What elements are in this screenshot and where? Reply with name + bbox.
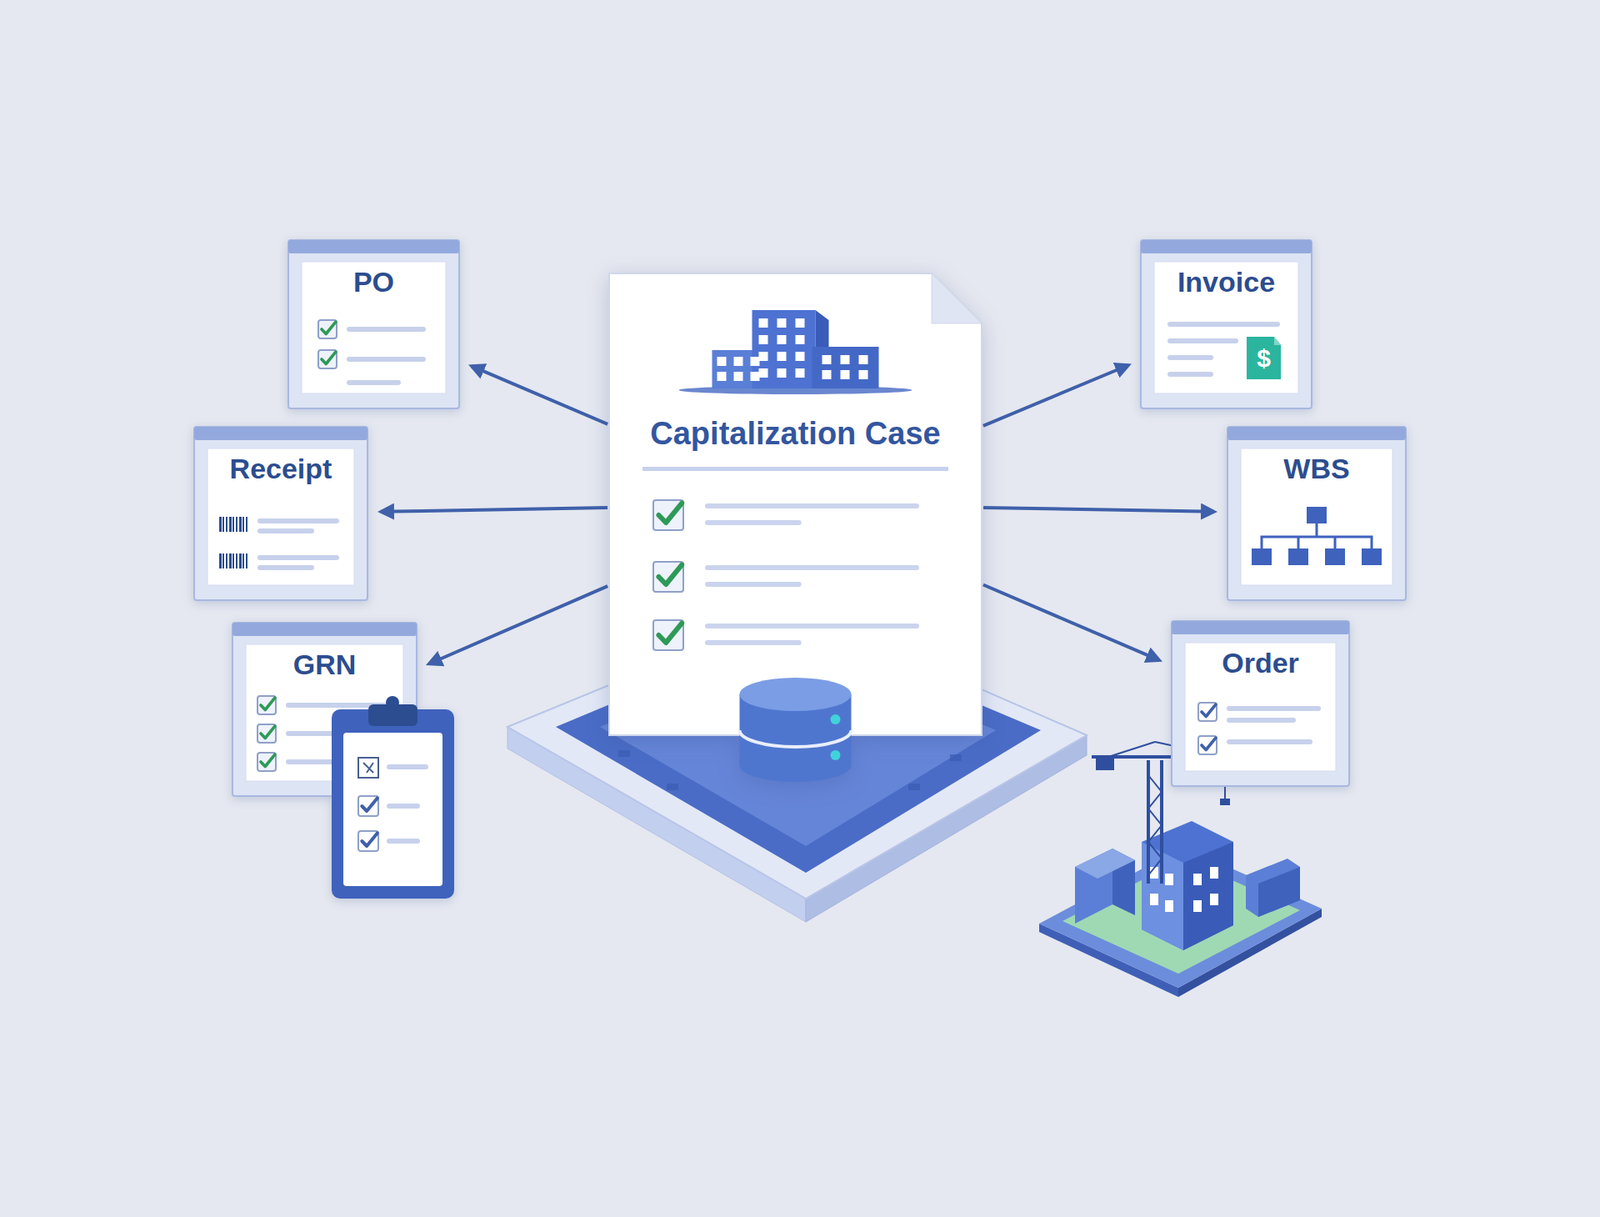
card-shape	[1171, 620, 1350, 786]
arrow-connector	[380, 507, 608, 512]
card-shape	[1140, 240, 1312, 409]
document-card: Invoice $	[1140, 240, 1312, 409]
card-shape	[288, 240, 460, 409]
shape-drawing	[1140, 240, 1312, 409]
document-title: Capitalization Case	[650, 415, 940, 454]
database-icon	[740, 677, 852, 782]
case-document: Capitalization Case	[609, 273, 982, 735]
card-title: Receipt	[230, 451, 333, 486]
card-title: WBS	[1283, 451, 1350, 486]
arrow-connector	[983, 365, 1129, 426]
shape-drawing	[288, 240, 460, 409]
shape-drawing	[194, 426, 368, 600]
currency-symbol: $	[1246, 336, 1281, 380]
arrow-connector	[983, 585, 1160, 661]
shape-drawing	[609, 273, 982, 782]
document-card: PO	[288, 240, 460, 409]
document-card: WBS	[1227, 426, 1406, 600]
document-card: GRN	[232, 622, 417, 796]
building-icon	[679, 310, 913, 395]
shape-drawing	[1171, 620, 1350, 786]
shape-drawing	[1227, 426, 1406, 600]
arrow-connector	[471, 365, 608, 425]
arrow-connector	[983, 507, 1215, 512]
card-title: Invoice	[1177, 265, 1275, 300]
arrow-connector	[429, 585, 608, 664]
card-title: GRN	[293, 647, 357, 682]
document-card: Receipt	[194, 426, 368, 600]
clipboard	[331, 695, 455, 899]
card-title: Order	[1221, 645, 1300, 680]
document-card: Order	[1171, 620, 1350, 786]
shape-drawing	[232, 622, 455, 899]
card-title: PO	[353, 265, 395, 300]
document-shape	[609, 273, 982, 735]
